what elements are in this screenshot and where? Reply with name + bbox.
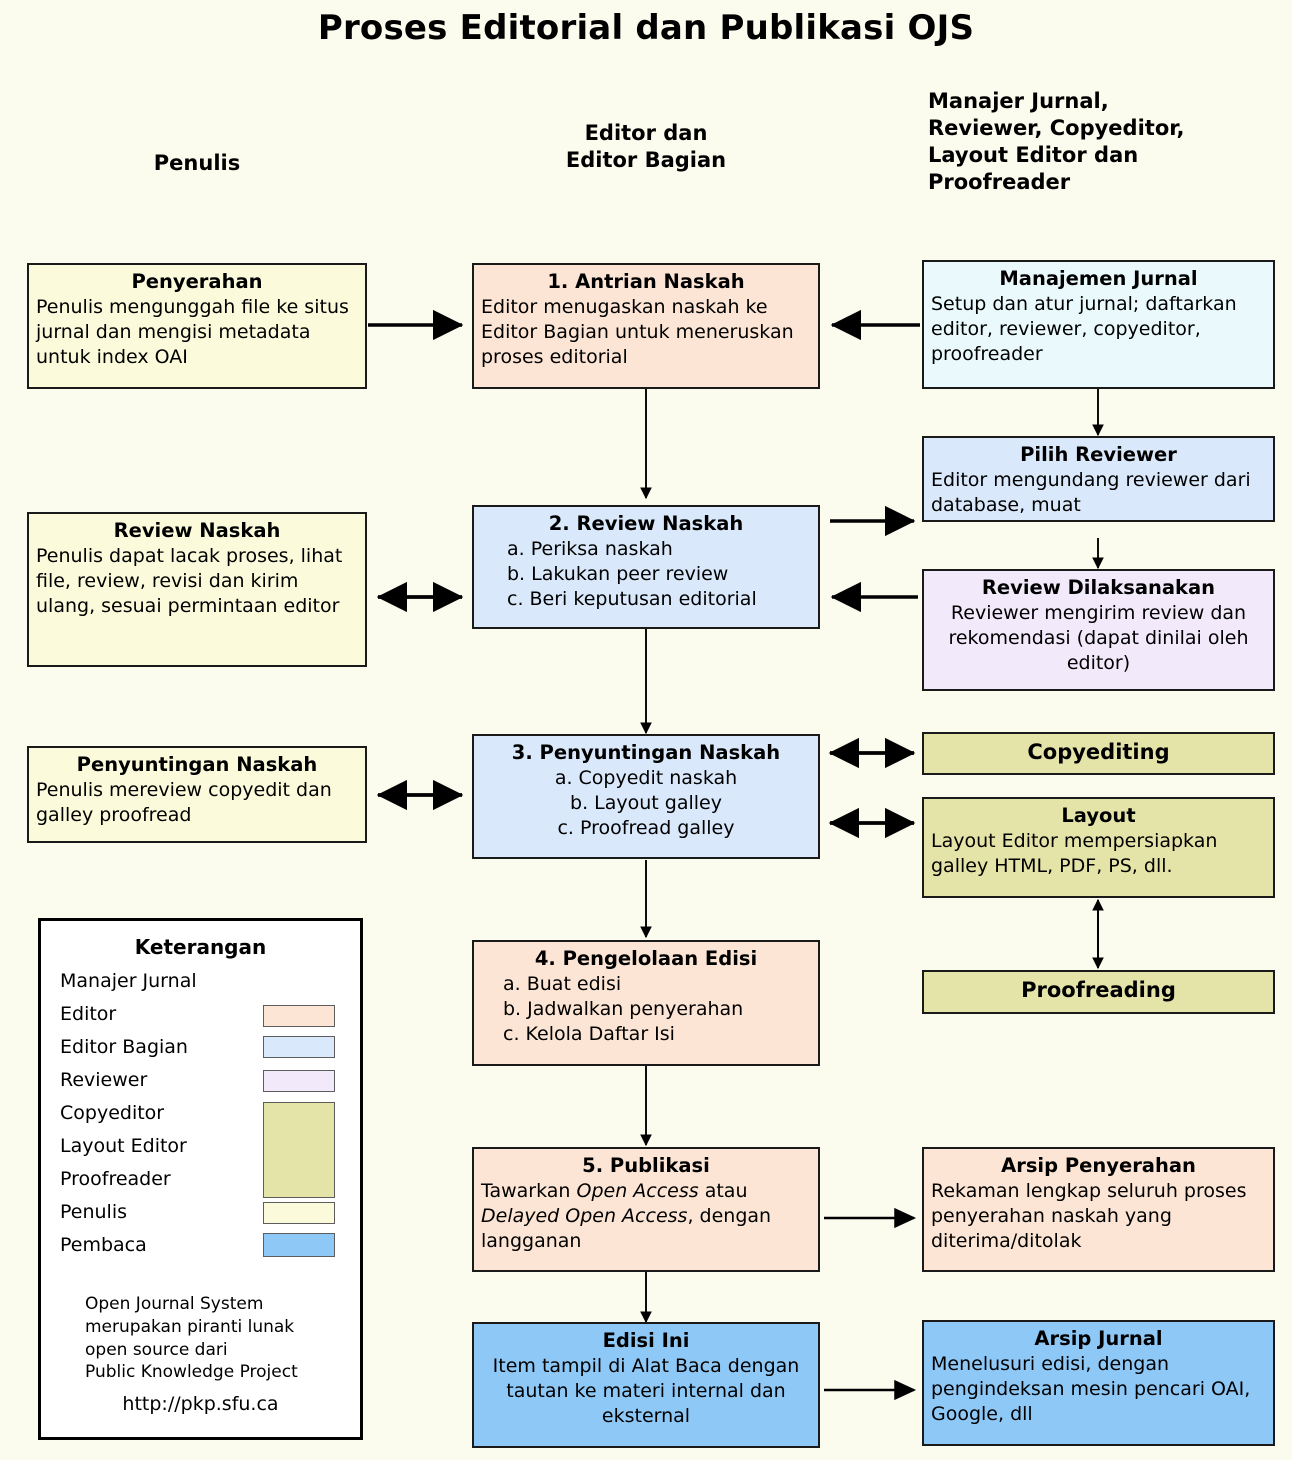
- column-header-manajer-label: Manajer Jurnal, Reviewer, Copyeditor, La…: [928, 89, 1185, 194]
- node-publikasi-title: 5. Publikasi: [582, 1154, 710, 1177]
- node-pengelolaan-edisi[interactable]: 4. Pengelolaan Edisi a. Buat edisi b. Ja…: [472, 940, 820, 1066]
- legend-row-label: Manajer Jurnal: [60, 970, 197, 992]
- node-review-naskah-item-c: c. Beri keputusan editorial: [507, 588, 757, 611]
- legend-row: Reviewer: [41, 1066, 360, 1099]
- node-publikasi[interactable]: 5. Publikasi Tawarkan Open Access atau D…: [472, 1147, 820, 1272]
- node-manajemen-jurnal-body: Setup dan atur jurnal; daftarkan editor,…: [931, 292, 1237, 366]
- legend-row-label: Layout Editor: [60, 1135, 187, 1157]
- legend-row-label: Pembaca: [60, 1234, 147, 1256]
- publikasi-text-2: atau: [698, 1179, 748, 1202]
- legend-color-swatch: [263, 1005, 335, 1027]
- column-header-penulis-label: Penulis: [153, 151, 241, 175]
- node-penyerahan-body: Penulis mengunggah file ke situs jurnal …: [36, 295, 349, 369]
- legend-row-label: Reviewer: [60, 1069, 148, 1091]
- legend-url[interactable]: http://pkp.sfu.ca: [122, 1393, 279, 1415]
- legend-color-swatch: [263, 1233, 335, 1257]
- legend-row-label: Penulis: [60, 1201, 128, 1223]
- node-review-dilaksanakan-title: Review Dilaksanakan: [981, 576, 1216, 599]
- node-penyuntingan-penulis-title: Penyuntingan Naskah: [76, 753, 318, 776]
- node-antrian-naskah-title: 1. Antrian Naskah: [547, 270, 745, 293]
- node-review-dilaksanakan-body: Reviewer mengirim review dan rekomendasi…: [948, 601, 1249, 675]
- column-header-editor-label: Editor dan Editor Bagian: [565, 121, 727, 172]
- node-copyediting[interactable]: Copyediting: [922, 732, 1275, 775]
- node-manajemen-jurnal-title: Manajemen Jurnal: [999, 267, 1198, 290]
- legend-row: Manajer Jurnal: [41, 967, 360, 1000]
- publikasi-text-1: Tawarkan: [481, 1179, 577, 1202]
- node-review-naskah-item-a: a. Periksa naskah: [507, 537, 673, 560]
- legend-row: Editor: [41, 1000, 360, 1033]
- legend-row: Proofreader: [41, 1165, 360, 1198]
- legend-color-swatch: [263, 1036, 335, 1058]
- node-antrian-naskah[interactable]: 1. Antrian Naskah Editor menugaskan nask…: [472, 263, 820, 389]
- node-pengelolaan-edisi-item-b: b. Jadwalkan penyerahan: [503, 998, 744, 1021]
- node-penyerahan-title: Penyerahan: [131, 270, 263, 293]
- page-title: Proses Editorial dan Publikasi OJS: [317, 8, 975, 48]
- node-pilih-reviewer-title: Pilih Reviewer: [1020, 443, 1177, 466]
- legend-row: Copyeditor: [41, 1099, 360, 1198]
- legend-color-swatch: [263, 1102, 335, 1198]
- node-edisi-ini[interactable]: Edisi Ini Item tampil di Alat Baca denga…: [472, 1322, 820, 1448]
- node-pengelolaan-edisi-item-c: c. Kelola Daftar Isi: [503, 1023, 675, 1046]
- node-manajemen-jurnal[interactable]: Manajemen Jurnal Setup dan atur jurnal; …: [922, 260, 1275, 389]
- node-layout-title: Layout: [1061, 804, 1136, 827]
- legend-note: Open Journal System merupakan piranti lu…: [85, 1294, 298, 1383]
- node-edisi-ini-body: Item tampil di Alat Baca dengan tautan k…: [492, 1354, 800, 1428]
- legend-row: Penulis: [41, 1198, 360, 1231]
- node-publikasi-body: Tawarkan Open Access atau Delayed Open A…: [481, 1179, 811, 1255]
- node-penyerahan[interactable]: Penyerahan Penulis mengunggah file ke si…: [27, 263, 367, 389]
- node-penyuntingan-naskah-title: 3. Penyuntingan Naskah: [511, 741, 781, 764]
- node-review-naskah-penulis-title: Review Naskah: [113, 519, 281, 542]
- node-review-naskah[interactable]: 2. Review Naskah a. Periksa naskah b. La…: [472, 505, 820, 629]
- node-arsip-jurnal[interactable]: Arsip Jurnal Menelusuri edisi, dengan pe…: [922, 1320, 1275, 1446]
- node-review-naskah-penulis-body: Penulis dapat lacak proses, lihat file, …: [36, 544, 343, 618]
- legend-color-swatch: [263, 1202, 335, 1224]
- column-header-editor: Editor dan Editor Bagian: [472, 120, 820, 174]
- legend-row-label: Editor Bagian: [60, 1036, 188, 1058]
- column-header-manajer: Manajer Jurnal, Reviewer, Copyeditor, La…: [928, 88, 1288, 196]
- node-arsip-jurnal-body: Menelusuri edisi, dengan pengindeksan me…: [931, 1352, 1251, 1426]
- node-review-naskah-penulis[interactable]: Review Naskah Penulis dapat lacak proses…: [27, 512, 367, 667]
- legend-title: Keterangan: [134, 935, 267, 959]
- legend-row-label: Copyeditor: [60, 1102, 165, 1124]
- node-proofreading[interactable]: Proofreading: [922, 970, 1275, 1014]
- node-penyuntingan-penulis[interactable]: Penyuntingan Naskah Penulis mereview cop…: [27, 746, 367, 843]
- node-penyuntingan-penulis-body: Penulis mereview copyedit dan galley pro…: [36, 778, 332, 827]
- legend-row-label: Editor: [60, 1003, 117, 1025]
- publikasi-em-delayed-open-access: Delayed Open Access: [481, 1205, 688, 1228]
- node-pengelolaan-edisi-title: 4. Pengelolaan Edisi: [534, 947, 758, 970]
- node-arsip-penyerahan[interactable]: Arsip Penyerahan Rekaman lengkap seluruh…: [922, 1147, 1275, 1272]
- node-penyuntingan-naskah-item-c: c. Proofread galley: [557, 817, 735, 840]
- node-arsip-penyerahan-title: Arsip Penyerahan: [1001, 1154, 1196, 1177]
- node-review-naskah-title: 2. Review Naskah: [548, 512, 744, 535]
- node-edisi-ini-title: Edisi Ini: [602, 1329, 690, 1352]
- legend-row: Layout Editor: [41, 1132, 360, 1165]
- node-layout-body: Layout Editor mempersiapkan galley HTML,…: [931, 829, 1218, 878]
- legend-color-swatch: [263, 1070, 335, 1092]
- node-pilih-reviewer-body: Editor mengundang reviewer dari database…: [931, 468, 1251, 517]
- node-penyuntingan-naskah-item-b: b. Layout galley: [570, 792, 722, 815]
- node-layout[interactable]: Layout Layout Editor mempersiapkan galle…: [922, 797, 1275, 898]
- legend-row: Editor Bagian: [41, 1033, 360, 1066]
- node-review-dilaksanakan[interactable]: Review Dilaksanakan Reviewer mengirim re…: [922, 569, 1275, 691]
- node-penyuntingan-naskah-item-a: a. Copyedit naskah: [554, 766, 738, 789]
- publikasi-text-3: , dengan langganan: [481, 1205, 772, 1253]
- node-proofreading-title: Proofreading: [1021, 978, 1176, 1003]
- publikasi-em-open-access: Open Access: [576, 1179, 699, 1202]
- node-review-naskah-item-b: b. Lakukan peer review: [507, 563, 729, 586]
- node-arsip-jurnal-title: Arsip Jurnal: [1034, 1327, 1163, 1350]
- column-header-penulis: Penulis: [27, 150, 367, 177]
- node-penyuntingan-naskah[interactable]: 3. Penyuntingan Naskah a. Copyedit naska…: [472, 734, 820, 859]
- node-arsip-penyerahan-body: Rekaman lengkap seluruh proses penyeraha…: [931, 1179, 1247, 1253]
- legend-row-label: Proofreader: [60, 1168, 171, 1190]
- node-antrian-naskah-body: Editor menugaskan naskah ke Editor Bagia…: [481, 295, 794, 369]
- node-pilih-reviewer[interactable]: Pilih Reviewer Editor mengundang reviewe…: [922, 436, 1275, 522]
- node-copyediting-title: Copyediting: [1027, 739, 1170, 764]
- legend-row: Pembaca: [41, 1231, 360, 1264]
- node-pengelolaan-edisi-item-a: a. Buat edisi: [503, 972, 622, 995]
